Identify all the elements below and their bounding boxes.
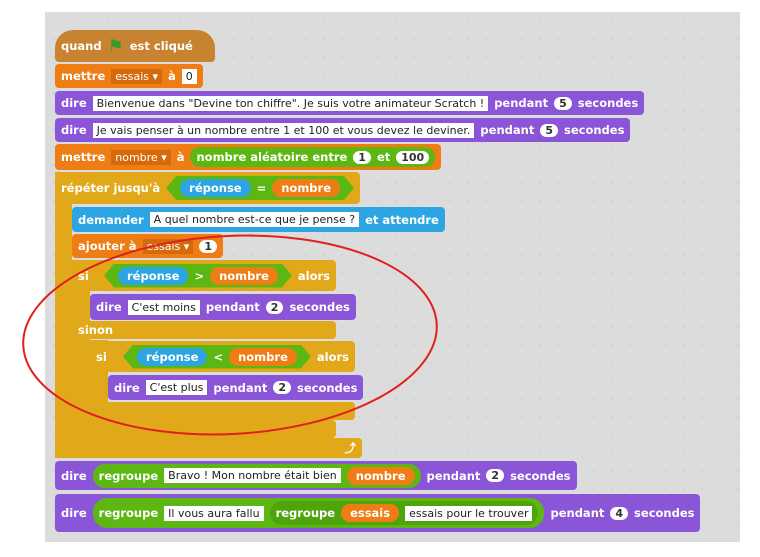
min-input[interactable]: 1 — [353, 150, 371, 164]
text-input[interactable]: Bienvenue dans "Devine ton chiffre". Je … — [92, 95, 489, 111]
label: ajouter à — [78, 239, 137, 253]
label: dire — [61, 123, 87, 137]
set-nombre-block[interactable]: mettre nombre ▾ à nombre aléatoire entre… — [55, 144, 442, 170]
label: mettre — [61, 150, 106, 164]
set-essais-block[interactable]: mettre essais ▾ à 0 — [55, 64, 203, 88]
text-input[interactable]: C'est plus — [145, 380, 208, 395]
answer-reporter[interactable]: réponse — [137, 348, 207, 366]
random-block[interactable]: nombre aléatoire entre 1 et 100 — [190, 147, 436, 167]
nombre-reporter[interactable]: nombre — [346, 466, 415, 485]
greater-condition[interactable]: réponse > nombre — [104, 264, 292, 288]
say-welcome-block[interactable]: dire Bienvenue dans "Devine ton chiffre"… — [55, 91, 645, 115]
answer-reporter[interactable]: réponse — [118, 267, 188, 285]
else-label: sinon — [78, 323, 114, 337]
nombre-reporter[interactable]: nombre — [210, 267, 278, 285]
label: pendant — [480, 123, 535, 137]
if-less-block[interactable]: si réponse < nombre alors — [90, 341, 355, 372]
label: pendant — [550, 506, 605, 520]
label: alors — [297, 268, 330, 283]
operator: > — [194, 268, 205, 283]
answer-reporter[interactable]: réponse — [180, 179, 250, 197]
repeat-arm — [55, 172, 72, 458]
variable-dropdown[interactable]: nombre ▾ — [111, 149, 171, 165]
label: secondes — [563, 123, 625, 137]
operator: < — [213, 349, 224, 364]
text-input[interactable]: Je vais penser à un nombre entre 1 et 10… — [92, 122, 475, 138]
if2-bottom — [90, 402, 355, 420]
value-input[interactable]: 1 — [199, 239, 217, 253]
label: dire — [61, 468, 87, 483]
seconds-input[interactable]: 5 — [554, 96, 572, 110]
label: si — [78, 268, 89, 283]
when-flag-clicked-block[interactable]: quand ⚑ est cliqué — [55, 30, 215, 62]
seconds-input[interactable]: 4 — [610, 506, 629, 520]
max-input[interactable]: 100 — [396, 150, 430, 164]
else-section: sinon — [72, 321, 336, 339]
say-bravo-block[interactable]: dire regroupe Bravo ! Mon nombre était b… — [55, 461, 577, 490]
label: à — [176, 150, 185, 164]
label: secondes — [510, 468, 571, 483]
label: regroupe — [98, 506, 159, 520]
nombre-reporter[interactable]: nombre — [229, 348, 297, 366]
nombre-reporter[interactable]: nombre — [272, 179, 340, 197]
question-input[interactable]: A quel nombre est-ce que je pense ? — [149, 212, 360, 227]
repeat-until-block[interactable]: répéter jusqu'à réponse = nombre — [55, 172, 360, 204]
text-input[interactable]: Bravo ! Mon nombre était bien — [164, 468, 341, 483]
if-greater-block[interactable]: si réponse > nombre alors — [72, 260, 336, 291]
say-less-block[interactable]: dire C'est moins pendant 2 secondes — [90, 294, 356, 320]
ask-block[interactable]: demander A quel nombre est-ce que je pen… — [72, 207, 445, 232]
label: regroupe — [98, 468, 159, 483]
label: dire — [61, 506, 87, 520]
essais-reporter[interactable]: essais — [341, 504, 400, 522]
label: secondes — [296, 380, 358, 395]
label: dire — [61, 96, 87, 110]
join-block[interactable]: regroupe Bravo ! Mon nombre était bien n… — [92, 463, 421, 488]
variable-dropdown[interactable]: essais ▾ — [142, 238, 194, 254]
text-input[interactable]: C'est moins — [127, 299, 200, 315]
seconds-input[interactable]: 2 — [273, 381, 291, 394]
green-flag-icon: ⚑ — [107, 35, 124, 57]
label: à — [168, 69, 176, 83]
label: regroupe — [275, 506, 336, 520]
seconds-input[interactable]: 2 — [265, 300, 284, 314]
text-input[interactable]: Il vous aura fallu — [164, 505, 264, 521]
label: demander — [78, 212, 144, 227]
label: et — [376, 150, 391, 164]
say-intro-block[interactable]: dire Je vais penser à un nombre entre 1 … — [55, 118, 631, 142]
seconds-input[interactable]: 2 — [486, 469, 505, 482]
equals-condition[interactable]: réponse = nombre — [166, 176, 354, 200]
value-input[interactable]: 0 — [181, 68, 197, 84]
label: dire — [96, 300, 122, 314]
hat-label-2: est cliqué — [129, 39, 193, 53]
label: pendant — [494, 96, 549, 110]
variable-dropdown[interactable]: essais ▾ — [111, 68, 163, 84]
label: alors — [316, 349, 349, 364]
label: secondes — [289, 300, 350, 314]
seconds-input[interactable]: 5 — [540, 123, 558, 137]
label: et attendre — [365, 212, 439, 227]
label: secondes — [634, 506, 695, 520]
loop-arrow-icon: ⤴ — [344, 441, 357, 455]
say-more-block[interactable]: dire C'est plus pendant 2 secondes — [108, 375, 364, 400]
say-tries-block[interactable]: dire regroupe Il vous aura fallu regroup… — [55, 494, 701, 532]
hat-label: quand — [61, 39, 102, 53]
label: nombre aléatoire entre — [196, 150, 348, 164]
join-block-inner[interactable]: regroupe essais essais pour le trouver — [269, 501, 539, 525]
if1-bottom — [72, 420, 336, 438]
label: dire — [114, 380, 140, 395]
label: répéter jusqu'à — [61, 181, 161, 195]
label: secondes — [577, 96, 639, 110]
if1-arm — [72, 260, 90, 438]
label: pendant — [426, 468, 481, 483]
label: pendant — [213, 380, 268, 395]
repeat-bottom[interactable]: ⤴ — [55, 438, 362, 458]
label: mettre — [61, 69, 106, 83]
text-input[interactable]: essais pour le trouver — [405, 505, 533, 521]
operator: = — [256, 181, 267, 195]
label: si — [96, 349, 107, 364]
label: pendant — [205, 300, 260, 314]
join-block[interactable]: regroupe Il vous aura fallu regroupe ess… — [92, 498, 545, 528]
less-condition[interactable]: réponse < nombre — [123, 345, 311, 369]
